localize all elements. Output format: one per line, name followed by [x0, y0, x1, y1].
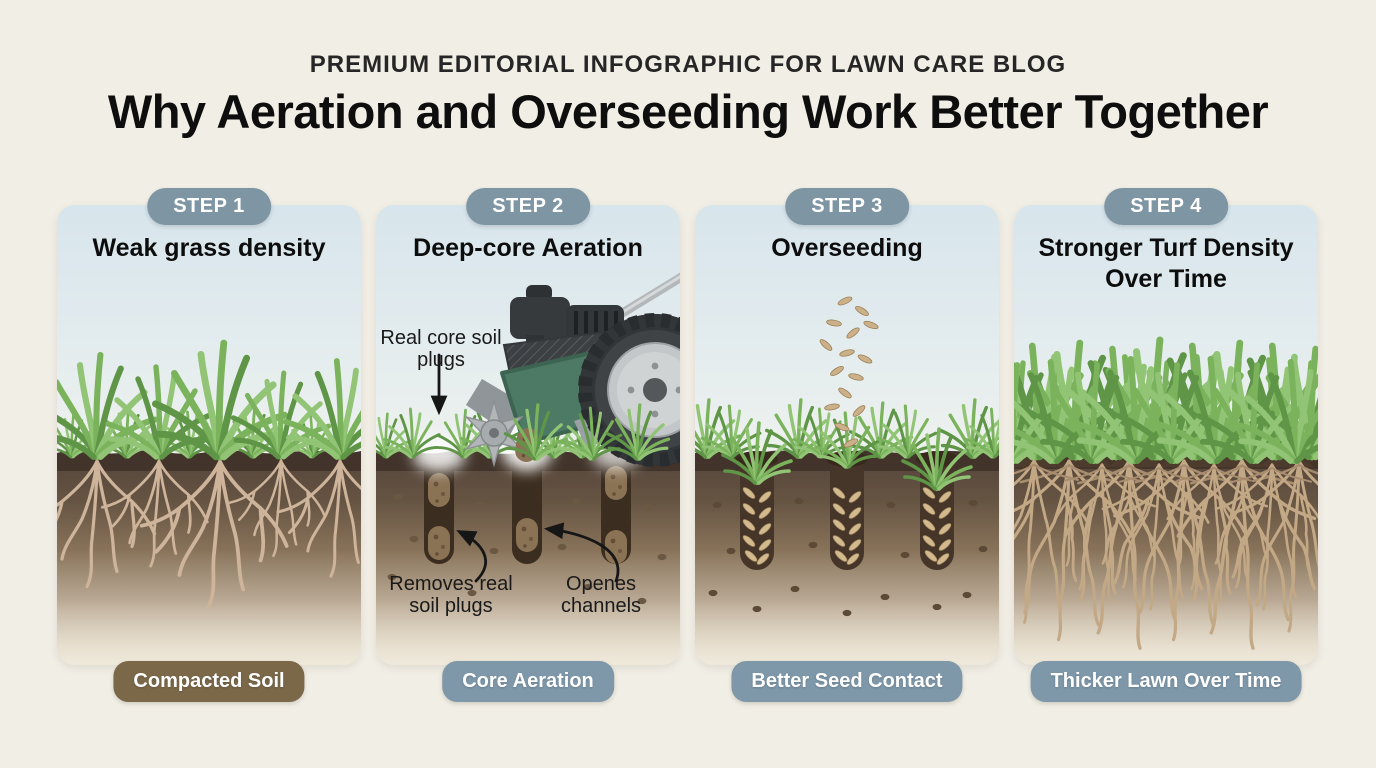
step-2-badge: STEP 2: [466, 188, 590, 225]
step-1-title: Weak grass density: [92, 234, 326, 262]
soil-layer: [57, 455, 361, 665]
eyebrow-text: PREMIUM EDITORIAL INFOGRAPHIC FOR LAWN C…: [309, 51, 1067, 78]
panel-step-4: STEP 4 Stronger Turf Density Over Time: [1014, 188, 1318, 702]
step-4-scene: [1014, 205, 1318, 665]
step-3-footer-badge: Better Seed Contact: [731, 661, 963, 702]
step-1-scene: [57, 205, 361, 665]
overseeding-illustration: [695, 294, 999, 665]
step-3-scene: [695, 205, 999, 665]
step-4-badge: STEP 4: [1104, 188, 1228, 225]
step-2-footer-badge: Core Aeration: [442, 661, 614, 702]
air-filter: [510, 297, 570, 339]
step-1-badge: STEP 1: [147, 188, 271, 225]
steps-row: STEP 1 Weak grass density: [57, 188, 1318, 702]
tine-star-wheel: [464, 398, 524, 468]
annotation-arrows: [430, 353, 620, 583]
step-4-footer-badge: Thicker Lawn Over Time: [1030, 661, 1302, 702]
panel-step-1: STEP 1 Weak grass density: [57, 188, 361, 702]
step-1-footer-badge: Compacted Soil: [113, 661, 305, 702]
panel-step-3: STEP 3 Overseeding: [695, 188, 999, 702]
sparse-grass: [57, 343, 361, 457]
step-2-title: Deep-core Aeration: [413, 234, 643, 262]
weak-grass-illustration: [57, 205, 361, 665]
dense-turf-illustration: [1014, 205, 1318, 665]
annotation-real-core-soil-plugs: Real core soil plugs: [380, 327, 502, 372]
step-4-title: Stronger Turf Density Over Time: [1038, 234, 1294, 293]
step-2-scene: [376, 205, 680, 665]
panel-step-2: STEP 2 Deep-core Aeration: [376, 188, 680, 702]
core-aeration-illustration: [376, 272, 680, 665]
handle-highlight: [616, 274, 680, 317]
step-3-title: Overseeding: [771, 234, 923, 262]
annotation-opens-channels: Openes channels: [560, 573, 642, 618]
step-3-badge: STEP 3: [785, 188, 909, 225]
annotation-removes-soil-plugs: Removes real soil plugs: [389, 573, 513, 618]
page-title: Why Aeration and Overseeding Work Better…: [107, 85, 1269, 138]
